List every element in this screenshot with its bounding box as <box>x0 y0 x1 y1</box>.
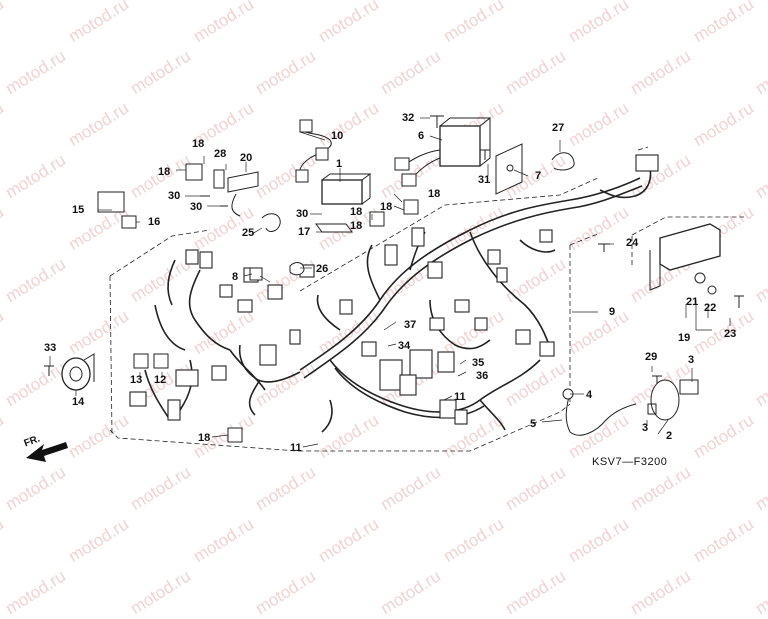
callout-35: 35 <box>472 357 485 369</box>
part-20-fuse-box <box>227 171 259 217</box>
callout-22: 22 <box>704 302 717 314</box>
callout-5: 5 <box>530 418 537 430</box>
callout-18-d: 18 <box>428 188 441 200</box>
callout-34: 34 <box>398 340 411 352</box>
callout-13: 13 <box>130 374 143 386</box>
callout-21: 21 <box>686 296 699 308</box>
callout-20: 20 <box>240 152 253 164</box>
part-7-bracket <box>495 143 523 195</box>
diagram-drawing <box>26 115 744 462</box>
callout-11-a: 11 <box>454 391 466 403</box>
callout-4: 4 <box>586 389 593 401</box>
callout-30-b: 30 <box>190 201 203 213</box>
callout-18-c: 18 <box>380 201 393 213</box>
callout-17: 17 <box>298 226 311 238</box>
connectors <box>129 154 659 425</box>
callout-27: 27 <box>552 122 565 134</box>
callout-7: 7 <box>535 170 542 182</box>
callout-36: 36 <box>476 370 489 382</box>
part-14-horn <box>61 353 95 391</box>
group-outline <box>109 146 744 452</box>
part-10-subharness <box>295 119 332 183</box>
callout-30-c: 30 <box>296 208 309 220</box>
callout-12: 12 <box>154 374 167 386</box>
callout-24: 24 <box>626 237 639 249</box>
callout-10: 10 <box>331 130 344 142</box>
callout-3-a: 3 <box>688 354 695 366</box>
callout-32: 32 <box>402 112 415 124</box>
part-2-coil <box>647 375 699 421</box>
bolts <box>44 115 744 376</box>
callout-18-b: 18 <box>158 166 171 178</box>
callout-2: 2 <box>666 430 673 442</box>
callout-6: 6 <box>418 130 425 142</box>
callout-18-g: 18 <box>198 432 211 444</box>
part-26-grommet <box>289 262 305 276</box>
callout-16: 16 <box>148 216 161 228</box>
parts-12-13-sockets <box>133 353 169 369</box>
callout-30-a: 30 <box>168 190 181 202</box>
callout-26: 26 <box>316 263 329 275</box>
part-25-clamp <box>261 213 281 232</box>
callout-8: 8 <box>232 271 239 283</box>
callout-31: 31 <box>478 174 491 186</box>
callout-25: 25 <box>242 227 255 239</box>
main-harness <box>144 167 652 433</box>
callout-14: 14 <box>72 396 85 408</box>
part-5-sensor-lead <box>562 388 637 436</box>
callout-18-f: 18 <box>350 220 363 232</box>
callout-37: 37 <box>404 319 417 331</box>
relays <box>97 163 419 443</box>
callout-9: 9 <box>609 306 616 318</box>
callout-29: 29 <box>645 351 658 363</box>
leader-lines <box>49 117 731 448</box>
callout-15: 15 <box>72 204 85 216</box>
callout-33: 33 <box>44 342 57 354</box>
callout-1: 1 <box>336 158 343 170</box>
callout-18-a: 18 <box>192 138 205 150</box>
diagram-code: KSV7—F3200 <box>592 456 668 468</box>
callout-11-b: 11 <box>290 442 302 454</box>
part-19-ignition <box>649 223 721 295</box>
part-1-control-unit <box>321 173 372 205</box>
front-direction-arrow <box>26 442 68 462</box>
part-17-bracket <box>315 223 353 233</box>
callout-23: 23 <box>724 328 737 340</box>
part-6-regulator <box>394 117 492 187</box>
part-27-clip <box>551 152 575 171</box>
callout-28: 28 <box>214 148 227 160</box>
callout-19: 19 <box>678 332 691 344</box>
callout-3-b: 3 <box>642 422 649 434</box>
callout-18-e: 18 <box>350 206 363 218</box>
